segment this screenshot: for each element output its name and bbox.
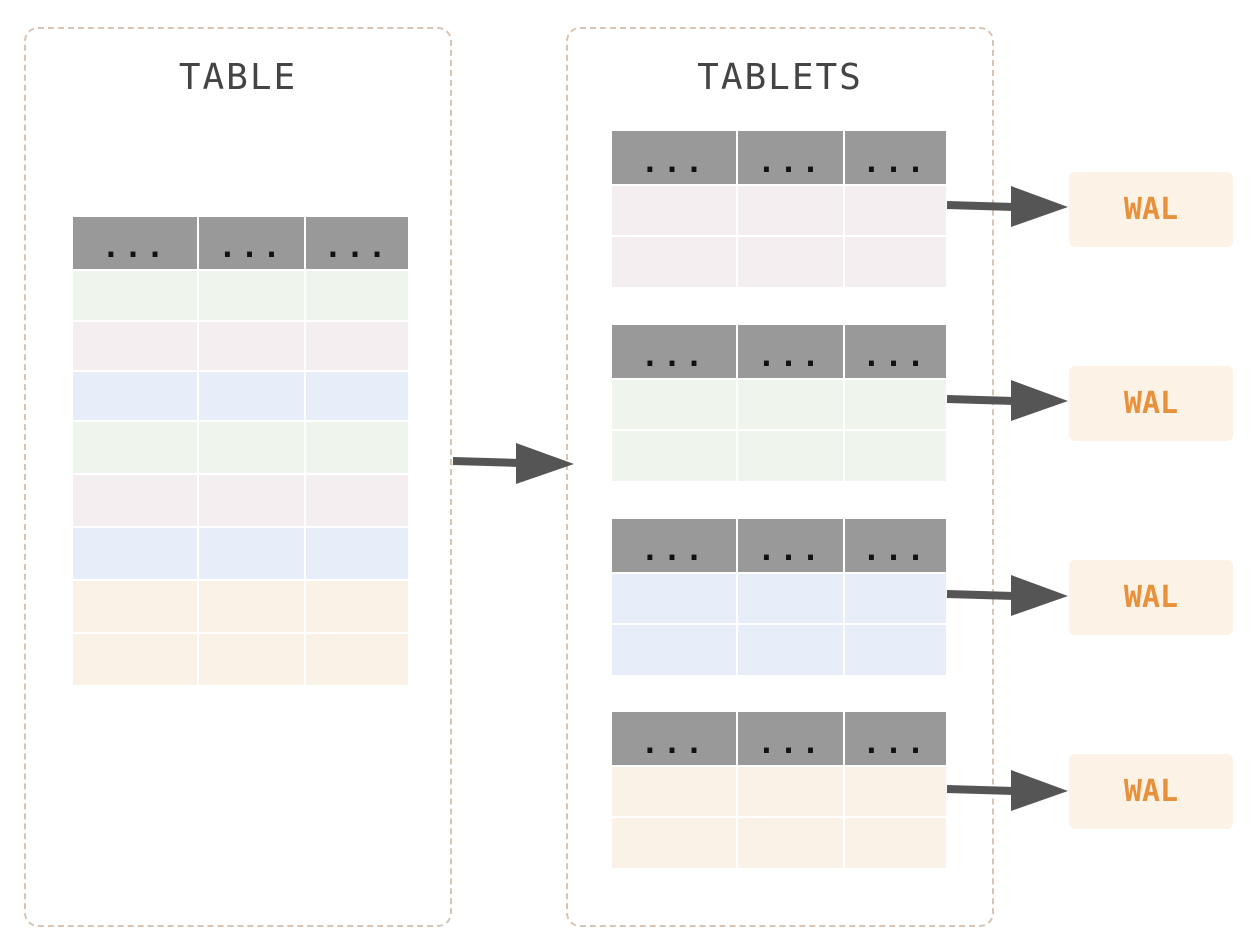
tablet-cell — [738, 574, 843, 623]
table-cell — [73, 528, 197, 579]
tablet-cell — [738, 237, 843, 287]
tablet-header-cell: ... — [612, 712, 736, 765]
tablet-cell — [845, 186, 946, 235]
table-cell — [199, 271, 304, 320]
tablet-cell — [738, 625, 843, 675]
table-cell — [73, 372, 197, 420]
tablet-header-cell: ... — [612, 131, 736, 184]
tablets-panel-title: TABLETS — [697, 57, 863, 98]
table-cell — [306, 475, 408, 526]
table-cell — [306, 322, 408, 370]
table-grid: ... ... ... — [73, 217, 408, 685]
table-header-cell: ... — [199, 217, 304, 269]
tablet-header-cell: ... — [845, 325, 946, 378]
table-panel-title: TABLE — [178, 57, 298, 98]
wal-box-4: WAL — [1069, 754, 1233, 829]
wal-box-3: WAL — [1069, 560, 1233, 635]
table-cell — [199, 581, 304, 632]
tablet-cell — [845, 574, 946, 623]
tablet-header-cell: ... — [845, 712, 946, 765]
tablet-grid-1: ... ... ... — [612, 131, 946, 287]
tablets-panel: TABLETS — [566, 27, 994, 927]
tablet-grid-4: ... ... ... — [612, 712, 946, 868]
tablet-header-cell: ... — [738, 519, 843, 572]
table-cell — [306, 271, 408, 320]
tablet-cell — [612, 574, 736, 623]
tablet-cell — [612, 431, 736, 481]
arrow-tablet-3-to-wal-icon — [946, 575, 1068, 616]
arrow-tablet-1-to-wal-icon — [946, 186, 1068, 227]
arrow-tablet-4-to-wal-icon — [946, 770, 1068, 811]
tablet-cell — [845, 431, 946, 481]
table-cell — [73, 322, 197, 370]
arrow-tablet-2-to-wal-icon — [946, 380, 1068, 421]
table-header-cell: ... — [306, 217, 408, 269]
tablet-header-cell: ... — [738, 712, 843, 765]
table-cell — [73, 634, 197, 685]
tablet-cell — [845, 237, 946, 287]
wal-box-1: WAL — [1069, 172, 1233, 247]
tablet-cell — [845, 818, 946, 868]
tablet-cell — [738, 431, 843, 481]
tablet-cell — [612, 380, 736, 429]
tablet-cell — [612, 186, 736, 235]
table-cell — [306, 581, 408, 632]
table-cell — [73, 422, 197, 473]
tablet-grid-2: ... ... ... — [612, 325, 946, 481]
table-cell — [73, 475, 197, 526]
tablet-header-cell: ... — [612, 519, 736, 572]
tablet-grid-3: ... ... ... — [612, 519, 946, 675]
table-cell — [199, 528, 304, 579]
table-cell — [306, 528, 408, 579]
wal-box-2: WAL — [1069, 366, 1233, 441]
tablet-header-cell: ... — [738, 325, 843, 378]
tablet-cell — [845, 380, 946, 429]
table-cell — [199, 475, 304, 526]
table-cell — [306, 372, 408, 420]
tablet-cell — [612, 237, 736, 287]
tablet-header-cell: ... — [612, 325, 736, 378]
tablet-header-cell: ... — [845, 131, 946, 184]
table-cell — [199, 422, 304, 473]
tablet-cell — [738, 380, 843, 429]
tablet-cell — [612, 767, 736, 816]
tablet-cell — [738, 767, 843, 816]
table-cell — [73, 581, 197, 632]
table-cell — [199, 634, 304, 685]
tablet-cell — [738, 186, 843, 235]
tablet-header-cell: ... — [738, 131, 843, 184]
table-header-cell: ... — [73, 217, 197, 269]
tablet-header-cell: ... — [845, 519, 946, 572]
table-cell — [306, 634, 408, 685]
tablet-cell — [845, 767, 946, 816]
table-cell — [306, 422, 408, 473]
table-panel: TABLE — [24, 27, 452, 927]
table-cell — [199, 372, 304, 420]
table-cell — [199, 322, 304, 370]
arrow-table-to-tablets-icon — [452, 443, 574, 484]
tablet-cell — [738, 818, 843, 868]
tablet-cell — [845, 625, 946, 675]
table-cell — [73, 271, 197, 320]
tablet-cell — [612, 625, 736, 675]
tablet-cell — [612, 818, 736, 868]
